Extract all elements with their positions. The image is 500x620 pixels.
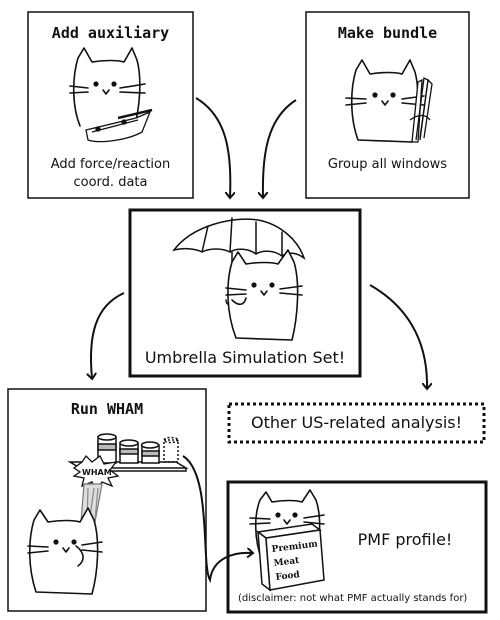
add-auxiliary-caption: Add force/reaction coord. data [28, 156, 193, 192]
cat-icon [69, 47, 146, 129]
umbrella-panel [128, 208, 362, 378]
pmf-caption: PMF profile! [357, 530, 453, 549]
explosion-icon [72, 454, 120, 492]
arrow-umbrella-to-wham [91, 292, 125, 378]
paper-icon [85, 108, 153, 143]
explosion-label: WHAM [82, 468, 112, 477]
other-analysis-panel [227, 402, 486, 444]
cat-icon [225, 249, 303, 341]
umbrella-icon [172, 217, 306, 306]
run-wham-title: Run WHAM [70, 400, 144, 418]
food-box-line3: Food [275, 570, 301, 583]
add-auxiliary-caption-line2: coord. data [73, 175, 148, 190]
add-auxiliary-panel [27, 11, 194, 199]
arrow-auxiliary-to-umbrella [195, 97, 230, 197]
make-bundle-title: Make bundle [337, 24, 438, 42]
umbrella-caption: Umbrella Simulation Set! [144, 348, 346, 367]
bundle-icon [409, 77, 433, 143]
cat-icon [27, 507, 103, 595]
food-box-line2: Meat [273, 556, 301, 569]
food-box-icon: Premium Meat Food [256, 523, 325, 592]
arrow-wham-to-pmf [182, 455, 252, 583]
other-analysis-caption: Other US-related analysis! [250, 413, 463, 432]
arrow-bundle-to-umbrella [263, 99, 297, 197]
cans-icon [97, 433, 179, 464]
pmf-panel [226, 480, 488, 614]
add-auxiliary-caption-line1: Add force/reaction [50, 157, 171, 172]
run-wham-panel [7, 388, 207, 612]
make-bundle-caption: Group all windows [327, 157, 448, 172]
add-auxiliary-title: Add auxiliary [51, 24, 170, 42]
arrow-umbrella-to-other [369, 284, 427, 388]
pmf-disclaimer: (disclaimer: not what PMF actually stand… [238, 593, 468, 604]
make-bundle-panel [305, 11, 470, 199]
cat-icon [345, 59, 425, 143]
